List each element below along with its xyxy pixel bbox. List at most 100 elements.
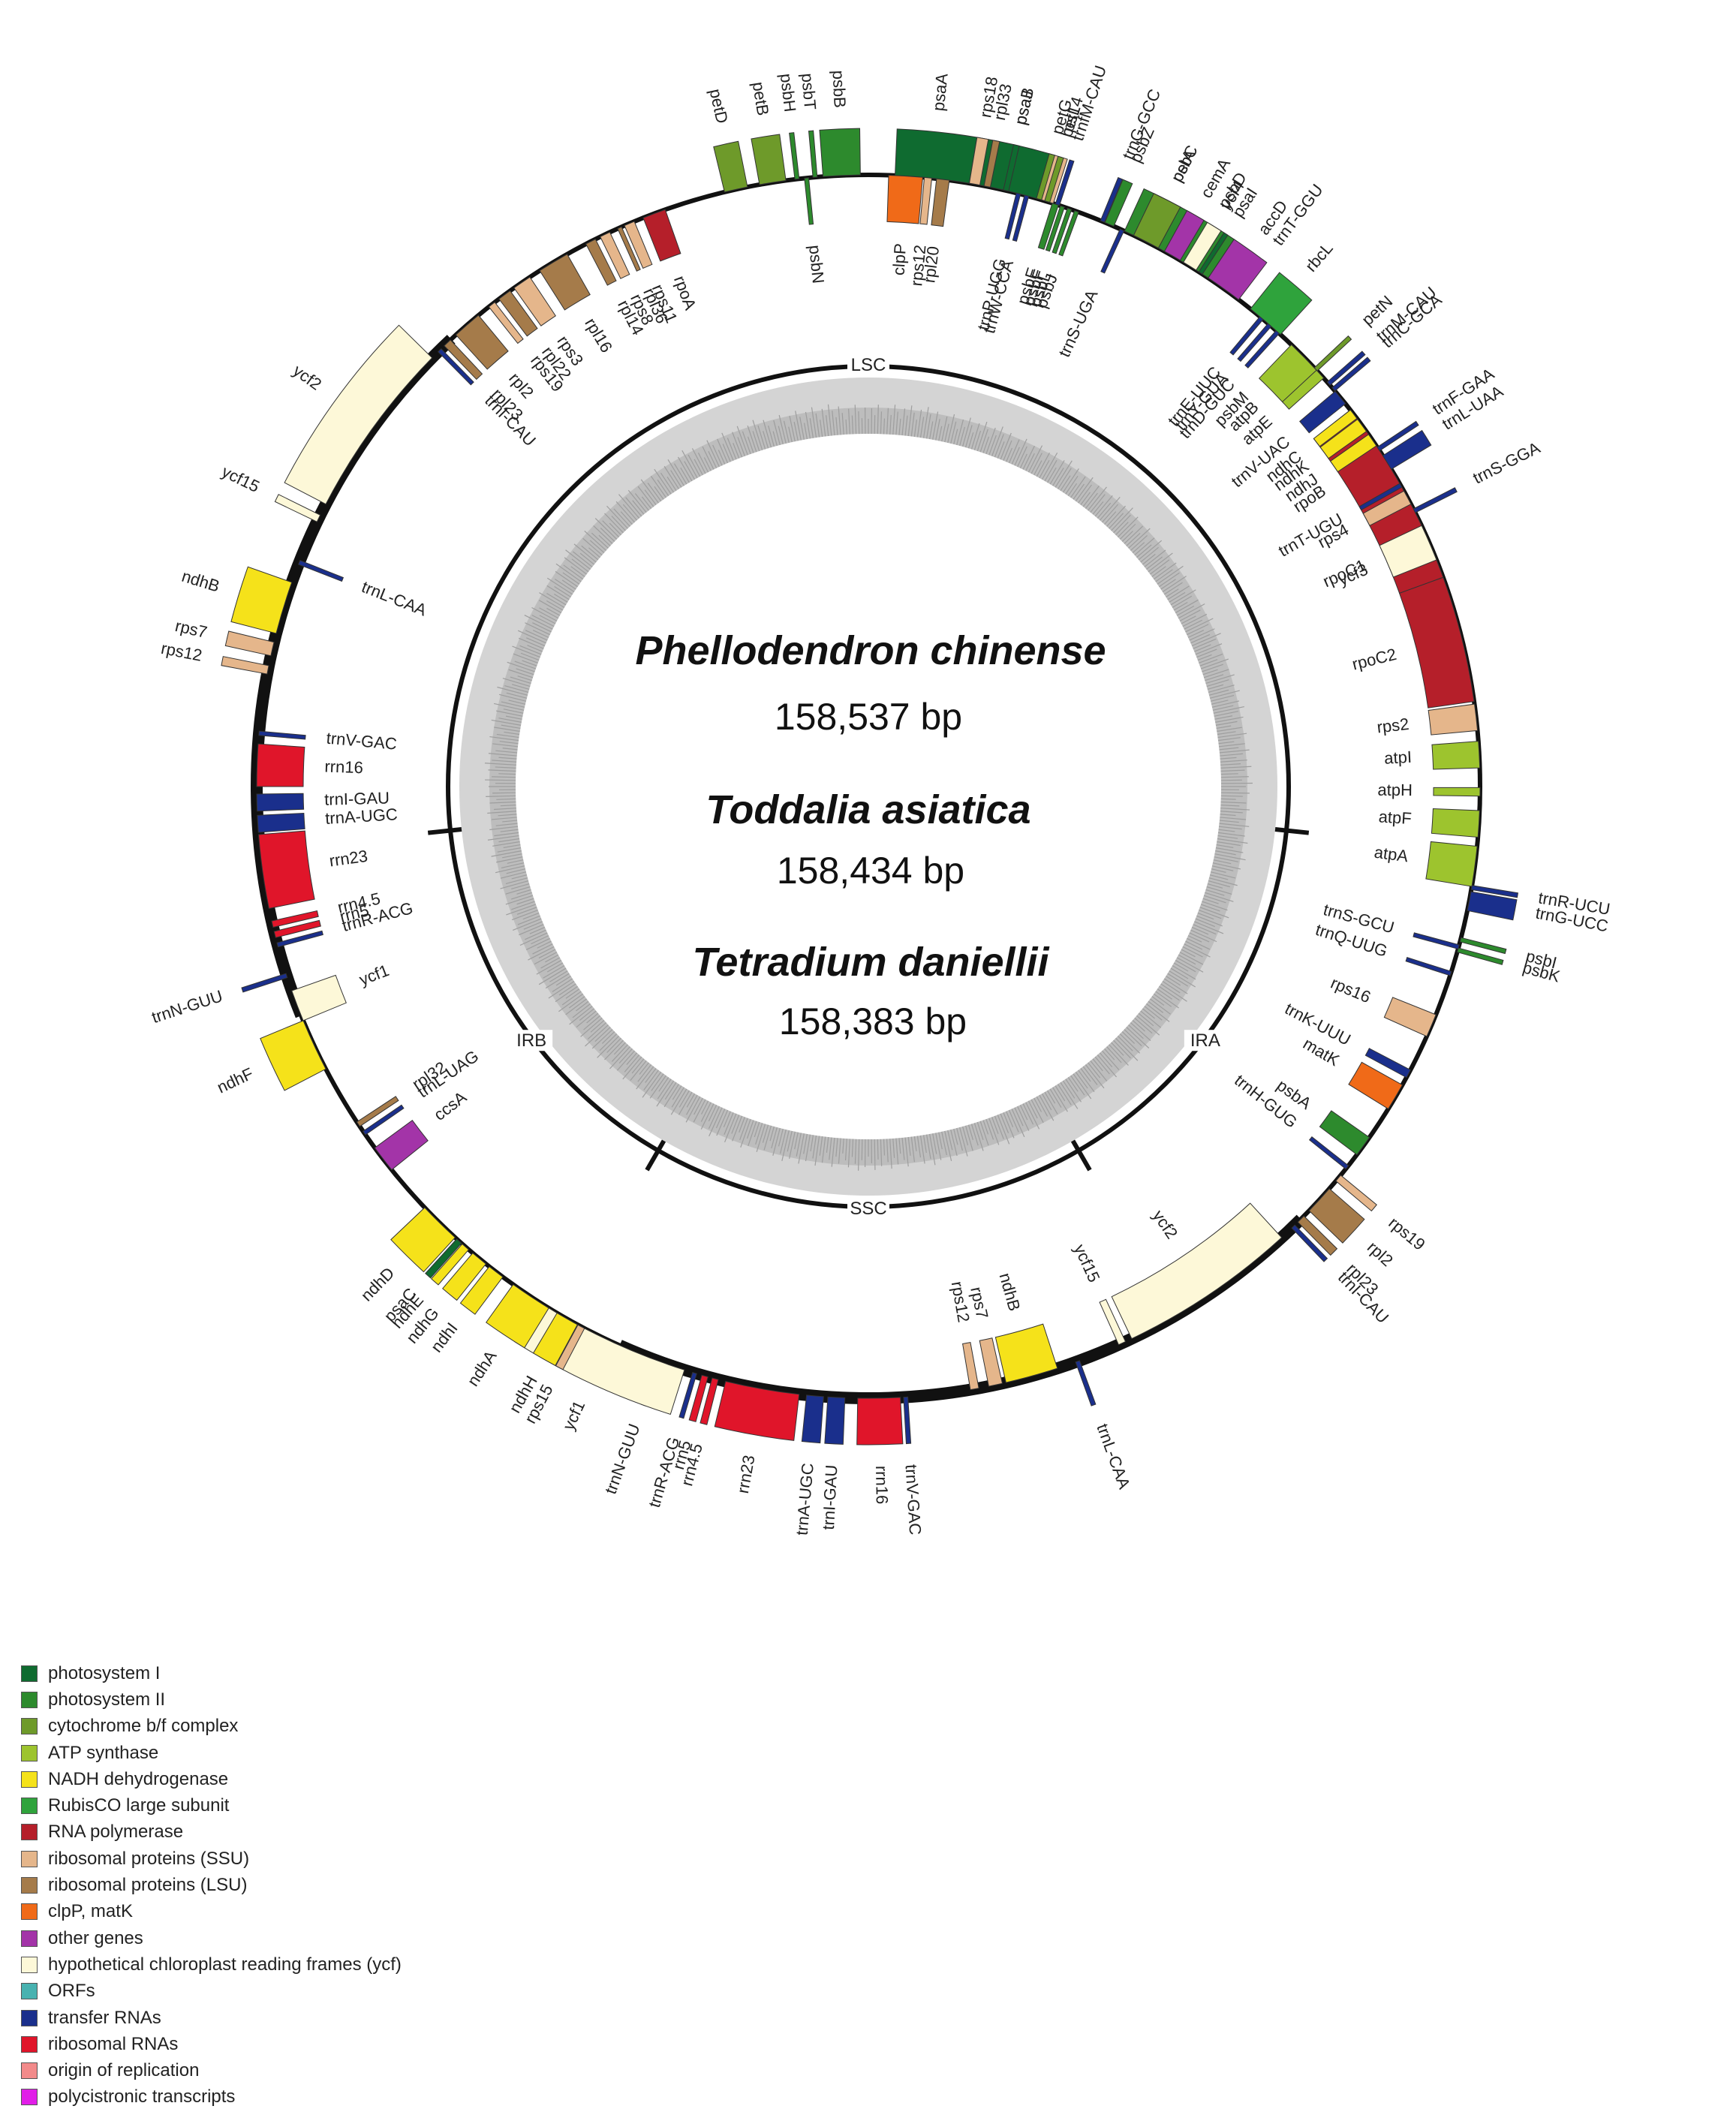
gene-block <box>1198 232 1229 275</box>
gc-spike <box>598 534 611 546</box>
gene-block <box>1058 210 1079 257</box>
gene-block <box>1037 203 1059 250</box>
gene-block <box>241 973 288 993</box>
gc-spike <box>736 426 748 456</box>
gene-block <box>824 1396 846 1445</box>
gc-spike <box>489 826 519 831</box>
gene-block <box>1297 1215 1338 1256</box>
gc-spike <box>554 585 571 597</box>
gc-spike <box>1210 694 1235 702</box>
region-label-bg <box>1184 1030 1226 1051</box>
gc-spike <box>1121 531 1133 542</box>
gc-spike <box>681 450 698 479</box>
gc-spike <box>1097 1054 1118 1078</box>
gc-spike <box>886 408 889 435</box>
gc-spike <box>546 962 564 973</box>
gc-spike <box>1047 467 1057 483</box>
gc-spike <box>539 615 556 624</box>
gc-spike <box>1169 591 1186 603</box>
gc-spike <box>1067 1076 1079 1092</box>
gc-spike <box>663 465 679 489</box>
gc-spike <box>1033 460 1043 476</box>
gc-spike <box>558 983 576 996</box>
gc-spike <box>554 593 568 603</box>
gc-spike <box>1215 850 1236 856</box>
gc-spike <box>1027 445 1043 473</box>
gc-spike <box>1128 1024 1144 1039</box>
legend-swatch <box>21 1877 38 1894</box>
gene-label: rrn23 <box>328 847 369 871</box>
gc-spike <box>691 448 706 474</box>
gc-spike <box>1101 1050 1120 1070</box>
gc-spike <box>1144 549 1166 567</box>
species-name: Phellodendron chinense <box>635 628 1106 673</box>
gc-spike <box>732 1115 743 1142</box>
gc-spike <box>693 1099 706 1123</box>
gc-spike <box>1111 507 1133 531</box>
legend-swatch <box>21 1798 38 1815</box>
gene-block <box>789 132 800 180</box>
gene-block <box>291 974 347 1021</box>
gc-spike <box>1202 898 1219 904</box>
gc-spike <box>789 415 796 442</box>
gc-spike <box>844 1139 847 1161</box>
gene-block <box>442 1252 487 1301</box>
gc-spike <box>618 494 640 519</box>
gene-block <box>919 176 933 225</box>
gene-block <box>1003 144 1020 192</box>
gc-spike <box>497 686 528 696</box>
gc-spike <box>747 426 757 453</box>
gc-spike <box>1126 532 1141 546</box>
legend-item: clpP, matK <box>21 1899 561 1925</box>
gene-block <box>274 494 321 522</box>
gc-spike <box>505 715 522 720</box>
gc-spike <box>609 1046 630 1070</box>
gc-spike <box>1117 1035 1133 1051</box>
gc-spike <box>1006 1111 1014 1128</box>
gc-spike <box>1097 502 1112 519</box>
gc-spike <box>1167 585 1190 600</box>
gene-block <box>513 276 556 326</box>
gc-spike <box>604 1039 624 1060</box>
gc-spike <box>537 940 552 949</box>
gc-spike <box>1172 595 1193 608</box>
gene-label: trnV-GAC <box>326 729 398 754</box>
gc-spike <box>500 829 519 832</box>
gc-spike <box>988 1118 1000 1145</box>
gene-block <box>886 174 923 224</box>
gc-spike <box>772 1127 781 1156</box>
gc-spike <box>1134 1017 1153 1034</box>
gc-spike <box>1166 588 1179 597</box>
gc-spike <box>1173 601 1188 611</box>
gc-spike <box>571 558 589 573</box>
gc-spike <box>583 1015 600 1030</box>
gene-label: atpH <box>1377 781 1413 799</box>
gc-spike <box>1109 513 1124 529</box>
gc-spike <box>505 877 528 884</box>
gc-spike <box>1217 838 1248 844</box>
gc-spike <box>1190 929 1217 943</box>
gc-spike <box>702 446 715 470</box>
gc-spike <box>568 996 585 1009</box>
gc-spike <box>962 1126 969 1146</box>
gc-spike <box>637 1064 652 1082</box>
gc-spike <box>1193 638 1217 649</box>
gc-spike <box>667 459 684 486</box>
center-disc <box>516 434 1221 1139</box>
gc-spike <box>513 653 538 663</box>
gc-spike <box>1094 1056 1110 1075</box>
gc-spike <box>1119 1033 1141 1054</box>
gc-spike <box>1197 654 1212 661</box>
gene-block <box>221 656 269 675</box>
gene-block <box>1052 207 1073 254</box>
region-label: IRB <box>516 1030 546 1051</box>
gc-spike <box>1163 978 1188 994</box>
gc-spike <box>620 511 633 525</box>
gc-spike <box>732 432 743 458</box>
gene-block <box>1405 957 1452 976</box>
gc-spike <box>697 453 709 473</box>
gc-spike <box>507 859 524 864</box>
gc-spike <box>953 429 958 445</box>
gene-label: ndhA <box>463 1347 500 1390</box>
gc-spike <box>657 479 669 497</box>
